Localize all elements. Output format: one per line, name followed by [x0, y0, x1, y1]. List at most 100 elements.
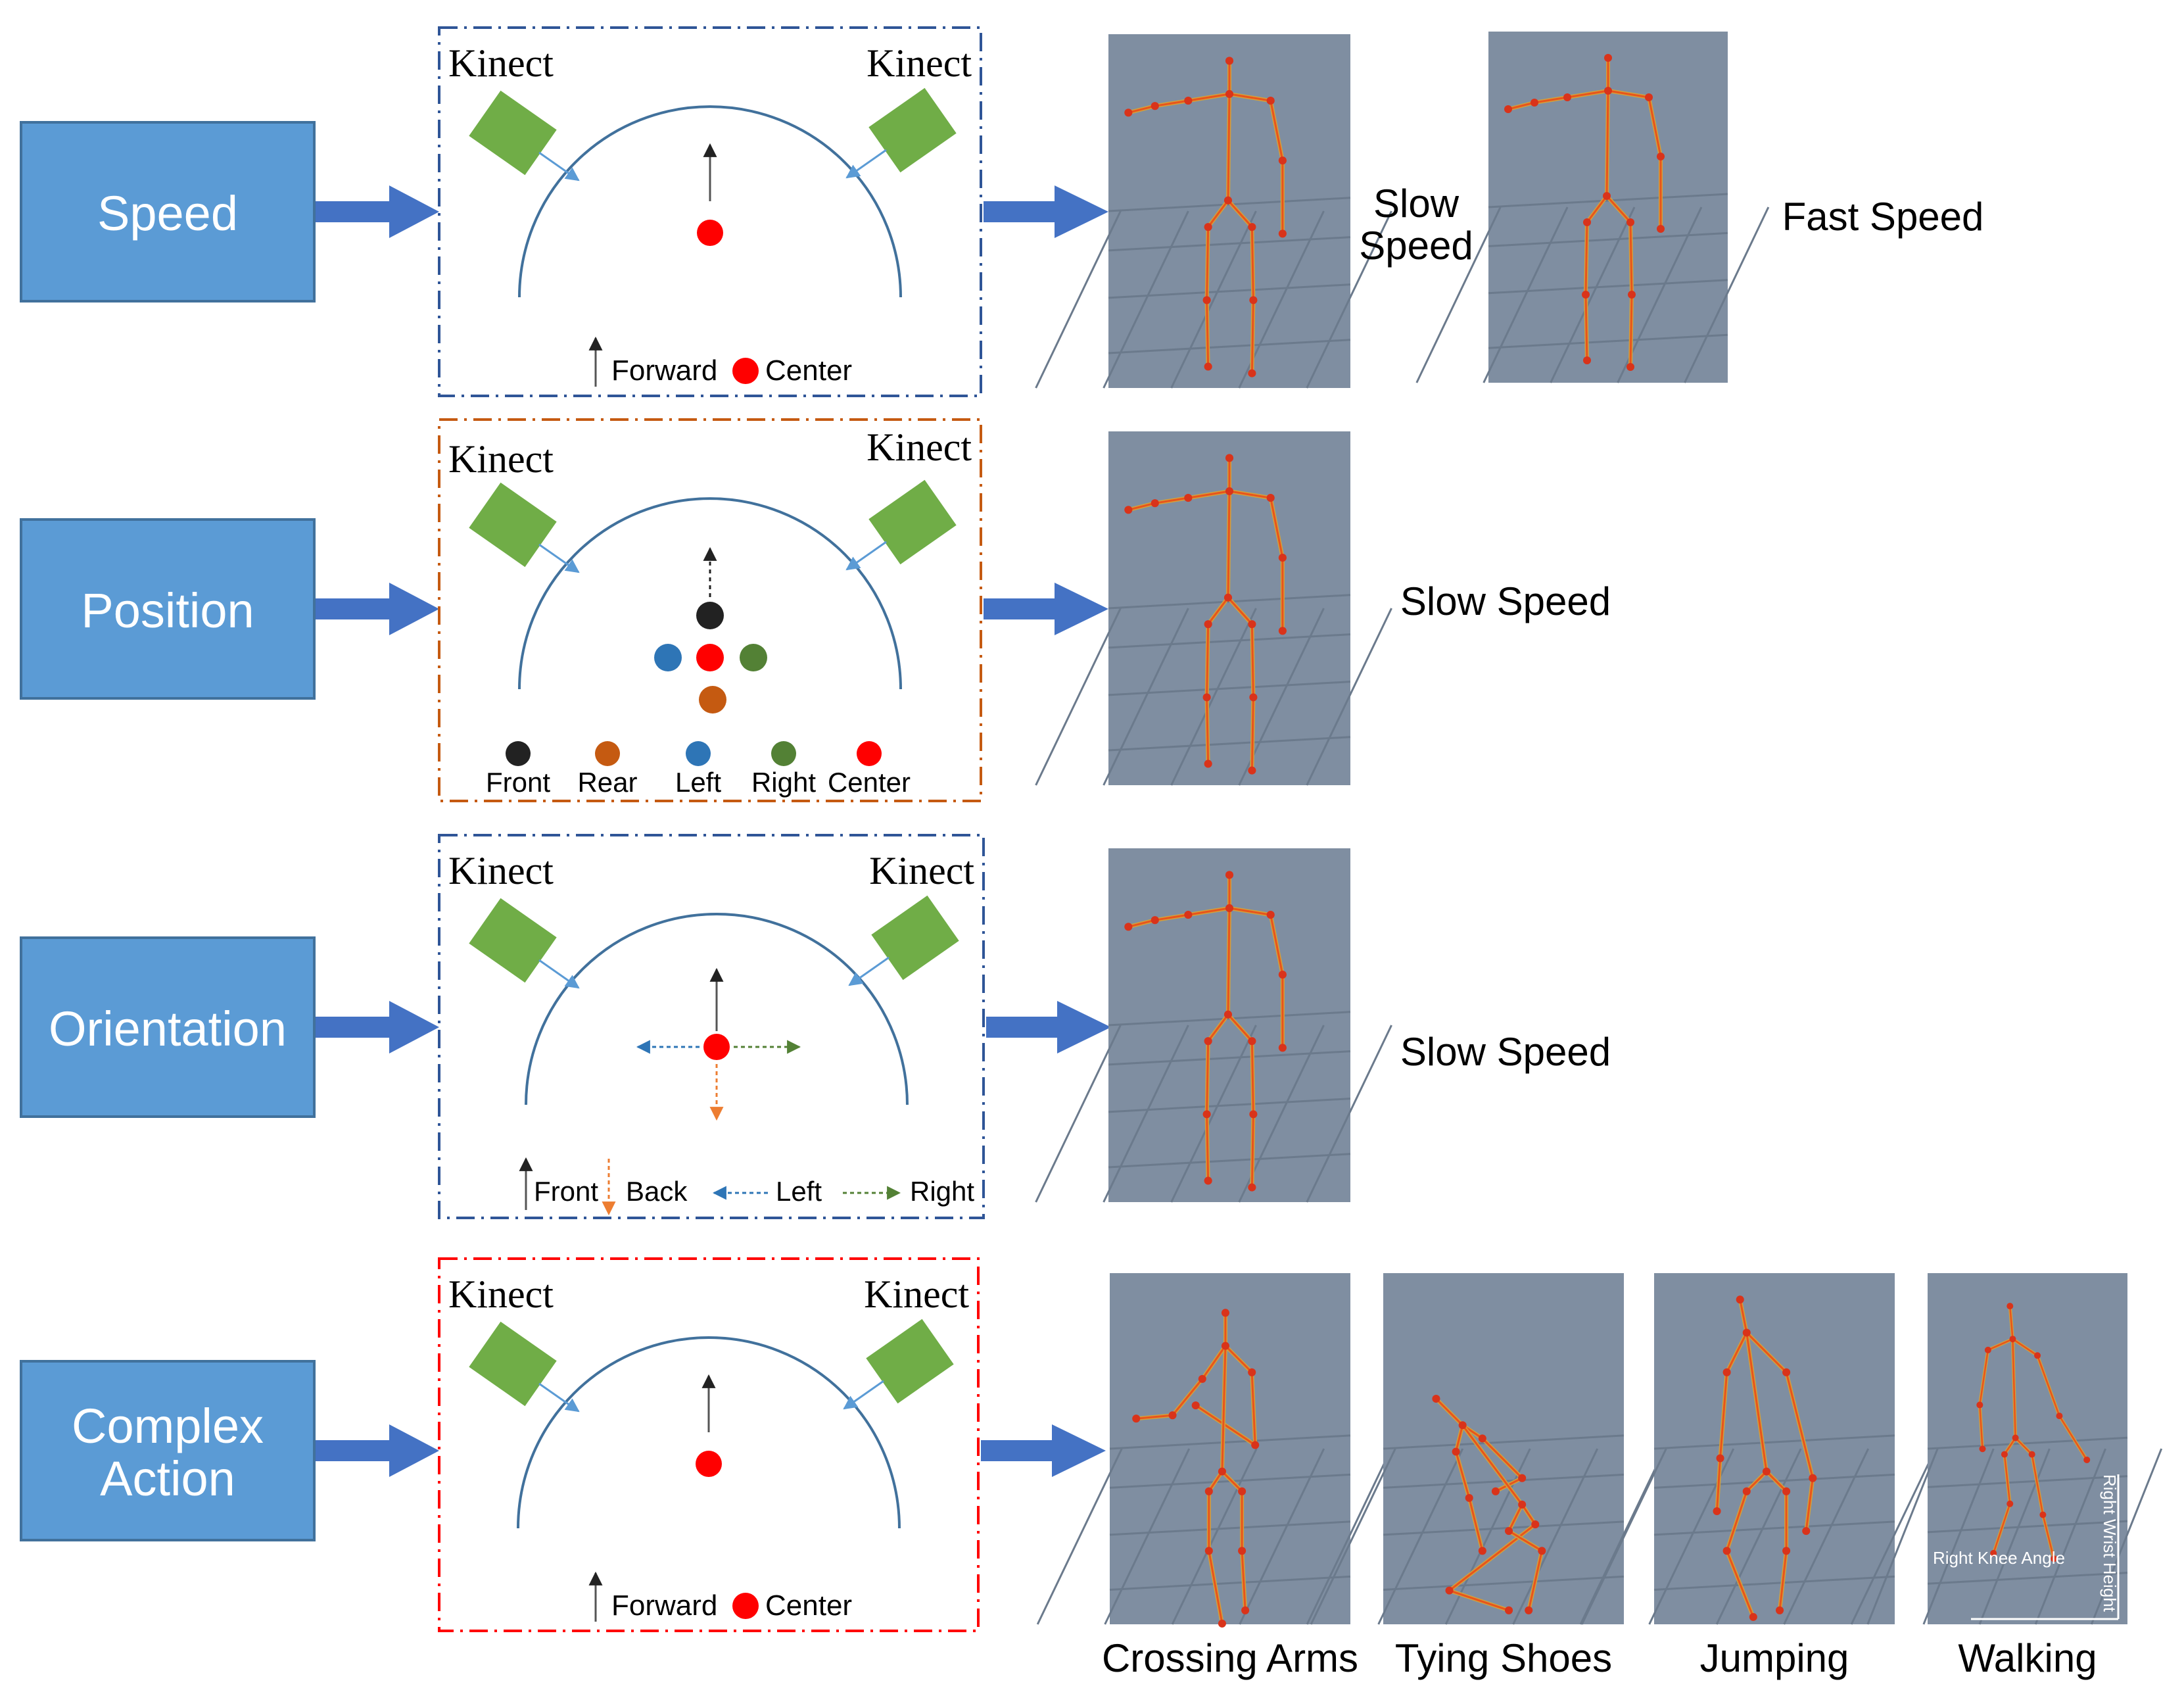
panel-caption: Walking — [1958, 1636, 2097, 1680]
flow-arrow — [986, 1001, 1111, 1053]
panel-caption: Tying Shoes — [1395, 1636, 1612, 1680]
legend-dot — [857, 741, 882, 766]
category-label: Position — [81, 583, 254, 638]
legend-dot — [595, 741, 620, 766]
legend-rear: Rear — [577, 767, 637, 798]
skeleton-figure — [1713, 1295, 1817, 1621]
panel-caption: Fast Speed — [1782, 195, 1984, 239]
category-box — [20, 1360, 316, 1541]
skeleton-panel — [1383, 1273, 1624, 1624]
skeleton-figure — [1132, 1309, 1260, 1628]
center-dot — [697, 220, 723, 246]
category-label: Action — [100, 1451, 235, 1506]
legend-left: Left — [675, 767, 721, 798]
legend-forward: Forward — [611, 354, 717, 387]
capture-arc — [517, 1336, 901, 1529]
skeleton-panel — [1110, 1273, 1350, 1624]
flow-arrow — [316, 185, 439, 238]
kinect-label: Kinect — [864, 1272, 969, 1316]
kinect-label: Kinect — [866, 425, 972, 469]
skeleton-figure — [1124, 871, 1287, 1192]
right-dot — [740, 644, 767, 671]
skeleton-figure — [1976, 1303, 2091, 1562]
skeleton-figure — [1124, 454, 1287, 775]
kinect-sensors: Kinect Kinect — [448, 41, 972, 182]
frame-legend: Front Rear Left Right Center — [486, 741, 911, 798]
skeleton-figure — [1432, 1395, 1546, 1614]
legend-center: Center — [765, 1589, 852, 1622]
kinect-right-icon — [871, 895, 959, 980]
kinect-label: Kinect — [869, 849, 974, 892]
skeleton-figure — [1124, 57, 1287, 377]
floor-grid — [1036, 1434, 1392, 1625]
category-box — [20, 121, 316, 302]
capture-arc — [525, 913, 909, 1105]
left-dot — [654, 644, 682, 671]
center-dot — [732, 1593, 759, 1619]
panel-caption: Speed — [1359, 224, 1473, 268]
kinect-right-icon — [866, 1319, 954, 1404]
floor-grid — [1035, 197, 1392, 389]
frame-legend: Forward Center — [588, 336, 852, 387]
center-dot — [696, 644, 724, 671]
annotation-wrist: Right Wrist Height — [2100, 1474, 2120, 1612]
annotation-knee: Right Knee Angle — [1933, 1548, 2065, 1568]
kinect-label: Kinect — [866, 41, 972, 85]
center-dot — [703, 1034, 730, 1060]
legend-dot — [771, 741, 796, 766]
category-label: Orientation — [49, 1002, 287, 1056]
legend-back: Back — [626, 1176, 688, 1207]
legend-right: Right — [751, 767, 816, 798]
panel-caption: Crossing Arms — [1102, 1636, 1358, 1680]
capture-arc — [518, 497, 902, 690]
kinect-label: Kinect — [448, 437, 554, 481]
kinect-left-icon — [469, 1321, 557, 1407]
kinect-right-icon — [868, 479, 957, 565]
legend-front: Front — [486, 767, 550, 798]
front-dot — [696, 602, 724, 629]
flow-arrow — [981, 1424, 1106, 1477]
category-box — [20, 936, 316, 1118]
legend-right: Right — [910, 1176, 974, 1207]
kinect-left-icon — [469, 482, 557, 568]
center-dot — [696, 1451, 722, 1477]
flow-arrow — [316, 1001, 439, 1053]
center-dot — [732, 358, 759, 384]
flow-arrow — [984, 583, 1108, 635]
category-label: Speed — [97, 186, 238, 241]
floor-grid — [1035, 594, 1392, 786]
legend-center: Center — [828, 767, 911, 798]
legend-left: Left — [776, 1176, 822, 1207]
legend-center: Center — [765, 354, 852, 387]
rear-dot — [699, 686, 726, 714]
kinect-sensors: Kinect Kinect — [448, 849, 974, 989]
capture-arc — [518, 105, 902, 298]
kinect-label: Kinect — [448, 41, 554, 85]
panel-caption: Slow Speed — [1400, 579, 1611, 623]
legend-dot — [686, 741, 711, 766]
skeleton-figure — [1504, 54, 1665, 371]
kinect-left-icon — [469, 898, 557, 983]
category-label: Complex — [72, 1399, 264, 1453]
panel-caption: Slow Speed — [1400, 1030, 1611, 1074]
flow-arrow — [316, 1424, 439, 1477]
kinect-label: Kinect — [448, 849, 554, 892]
flow-arrow — [316, 583, 439, 635]
kinect-left-icon — [469, 90, 557, 176]
panel-caption: Jumping — [1700, 1636, 1849, 1680]
panel-caption: Slow — [1373, 182, 1460, 226]
result-panels: Slow Speed — [1035, 431, 1611, 786]
